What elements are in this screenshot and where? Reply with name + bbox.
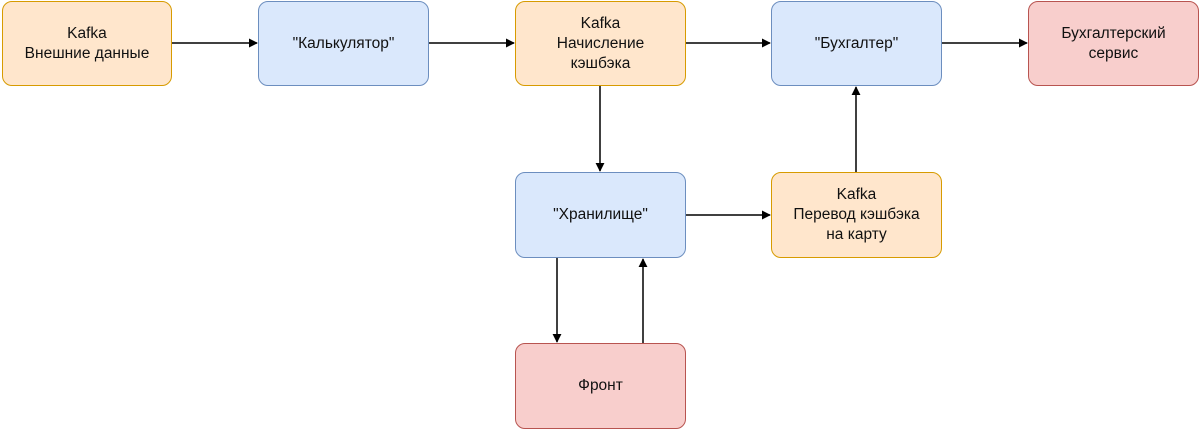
node-accountant: "Бухгалтер" bbox=[771, 1, 942, 86]
node-kafka-cashback-transfer: Kafka Перевод кэшбэка на карту bbox=[771, 172, 942, 258]
node-label: Фронт bbox=[578, 377, 623, 394]
node-storage: "Хранилище" bbox=[515, 172, 686, 258]
node-calculator: "Калькулятор" bbox=[258, 1, 429, 86]
node-label: "Калькулятор" bbox=[292, 34, 395, 52]
node-accounting-service: Бухгалтерский сервис bbox=[1028, 1, 1199, 86]
node-kafka-external-data: Kafka Внешние данные bbox=[2, 1, 172, 86]
node-label: Kafka Внешние данные bbox=[24, 24, 150, 62]
node-label: "Бухгалтер" bbox=[814, 34, 899, 52]
node-kafka-cashback-accrual: Kafka Начисление кэшбэка bbox=[515, 1, 686, 86]
node-label: Kafka Начисление кэшбэка bbox=[556, 14, 645, 72]
node-label: Kafka Перевод кэшбэка на карту bbox=[793, 186, 920, 243]
node-label: Бухгалтерский сервис bbox=[1061, 24, 1166, 62]
node-front: Фронт bbox=[515, 343, 686, 429]
node-label: "Хранилище" bbox=[553, 206, 648, 223]
